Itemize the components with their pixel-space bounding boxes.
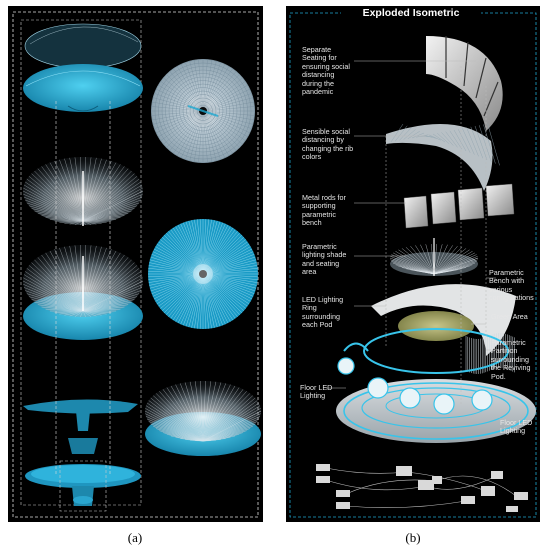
rib-fan-1 bbox=[22, 157, 144, 226]
node-graph bbox=[316, 464, 528, 512]
label-metal-rods: Metal rods for supporting parametric ben… bbox=[302, 193, 346, 228]
label-lighting-shade: Parametric lighting shade and seating ar… bbox=[302, 242, 347, 277]
label-floor-led-left: Floor LED Lighting bbox=[300, 383, 333, 401]
cyan-rib-disc bbox=[148, 219, 258, 329]
canopy-cyan-disc bbox=[23, 64, 143, 112]
panel-a-illustration bbox=[12, 11, 262, 518]
label-sensible-distancing: Sensible social distancing by changing t… bbox=[302, 127, 354, 162]
label-separate-seating: Separate Seating for ensuring social dis… bbox=[302, 45, 350, 97]
leader-lines bbox=[326, 60, 515, 427]
outer-dashed-frame bbox=[12, 11, 259, 518]
panel-b-illustration bbox=[289, 12, 537, 518]
exploded-components bbox=[23, 399, 141, 512]
led-rings bbox=[343, 328, 509, 374]
canopy-top bbox=[24, 23, 142, 69]
vertical-guides bbox=[385, 66, 487, 406]
panel-b-title: Exploded Isometric bbox=[341, 6, 481, 20]
label-green-area: Green Area bbox=[491, 312, 528, 321]
panel-b-exploded-isometric: Exploded Isometric Separate Seating for … bbox=[286, 6, 540, 522]
lighting-shade-fan bbox=[389, 238, 479, 276]
pod-3d-view bbox=[144, 381, 262, 456]
green-area-disc bbox=[398, 311, 474, 341]
caption-b: (b) bbox=[405, 530, 421, 545]
parametric-bench-arc bbox=[371, 284, 516, 356]
label-floor-led-right: Floor LED Lighting bbox=[500, 418, 533, 436]
label-partition: Parametric Partition surrounding the Rev… bbox=[491, 338, 531, 381]
pods bbox=[337, 357, 493, 415]
caption-a: (a) bbox=[127, 530, 143, 545]
partition-ribs bbox=[465, 333, 515, 374]
label-led-ring: LED Lighting Ring surrounding each Pod bbox=[302, 295, 344, 330]
separate-seating-arc bbox=[426, 36, 503, 131]
rib-arc bbox=[386, 123, 500, 191]
rib-fan-2-with-base bbox=[22, 245, 144, 340]
panel-a-render bbox=[8, 6, 263, 522]
label-parametric-bench: Parametric Bench with various configurat… bbox=[489, 268, 534, 303]
metal-rods-bench bbox=[403, 183, 515, 229]
exploded-guides bbox=[55, 101, 111, 476]
plan-view-disc bbox=[151, 59, 255, 163]
